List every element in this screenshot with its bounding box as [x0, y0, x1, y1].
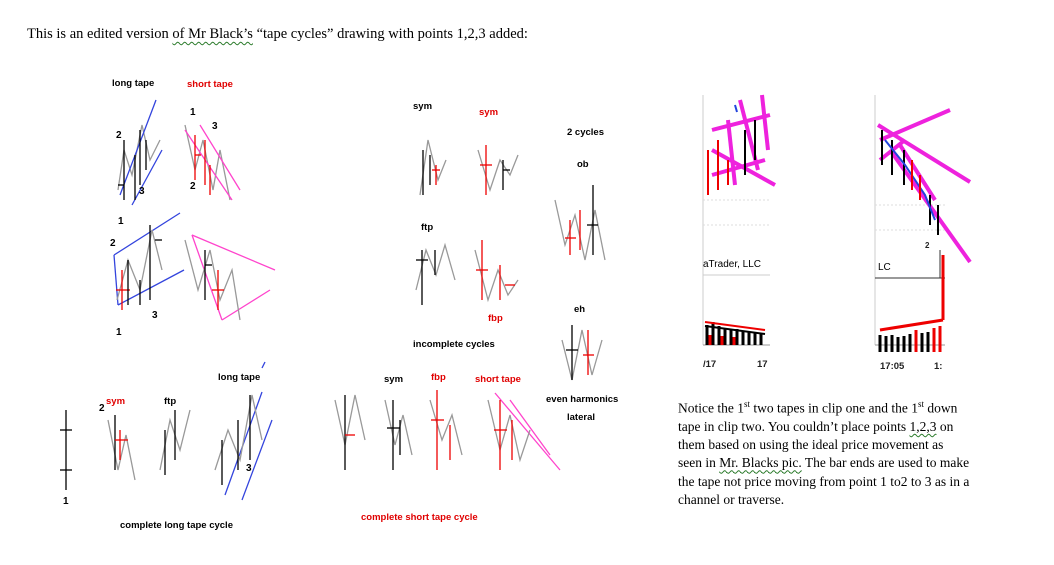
point-3: 3 [246, 463, 252, 474]
label-fbp: fbp [488, 313, 503, 324]
label-short-tape-2: short tape [475, 374, 521, 385]
clip2-time-a: 17:05 [880, 361, 905, 372]
label-ftp: ftp [421, 222, 434, 233]
chart-clip-two [874, 95, 972, 352]
clip1-caption: aTrader, LLC [703, 259, 761, 270]
point-2: 2 [110, 238, 116, 249]
label-sym: sym [413, 101, 433, 112]
label-complete-short-tape-cycle: complete short tape cycle [361, 512, 478, 523]
point-2: 2 [190, 181, 196, 192]
label-eh: eh [574, 304, 586, 315]
long-tape-diagram-1 [117, 99, 163, 206]
clip2-red-mark: 2 [925, 241, 930, 250]
label-fbp-bottom: fbp [431, 372, 446, 383]
point-2: 2 [99, 403, 105, 414]
point-1: 1 [118, 216, 124, 227]
clip2-caption: LC [878, 262, 891, 273]
label-sym-bottom: sym [384, 374, 404, 385]
label-ftp-bottom: ftp [164, 396, 177, 407]
sym-diagrams-top [419, 139, 519, 196]
chart-clip-one [702, 94, 776, 346]
short-tape-diagram-2 [184, 234, 276, 321]
label-complete-long-tape-cycle: complete long tape cycle [120, 520, 233, 531]
clip1-time-a: /17 [703, 359, 717, 370]
point-2: 2 [116, 130, 122, 141]
label-ob: ob [577, 159, 589, 170]
clip2-time-b: 1: [934, 361, 943, 372]
page-title: This is an edited version of Mr Black’s … [27, 26, 528, 42]
point-3: 3 [139, 186, 145, 197]
label-sym-red: sym [479, 107, 499, 118]
complete-long-tape-diagram [60, 361, 273, 501]
point-1: 1 [116, 327, 122, 338]
point-1: 1 [63, 496, 69, 507]
label-even-harmonics: even harmonics [546, 394, 619, 405]
clip1-time-b: 17 [757, 359, 768, 370]
point-1: 1 [190, 107, 196, 118]
label-incomplete-cycles: incomplete cycles [413, 339, 495, 350]
explanation-note: Notice the 1st two tapes in clip one and… [678, 399, 970, 507]
short-tape-diagram-1 [184, 124, 241, 201]
label-two-cycles: 2 cycles [567, 127, 604, 138]
long-tape-diagram-2 [113, 212, 185, 310]
label-short-tape: short tape [187, 79, 233, 90]
even-harmonics-diagram [561, 325, 603, 381]
label-sym-bottom-left: sym [106, 396, 126, 407]
point-3: 3 [212, 121, 218, 132]
label-long-tape: long tape [112, 78, 155, 89]
point-3: 3 [152, 310, 158, 321]
label-long-tape-2: long tape [218, 372, 261, 383]
label-lateral: lateral [567, 412, 595, 423]
complete-short-tape-diagram [334, 390, 561, 471]
two-cycles-ob-diagram [554, 185, 606, 261]
ftp-fbp-diagrams [415, 240, 519, 305]
